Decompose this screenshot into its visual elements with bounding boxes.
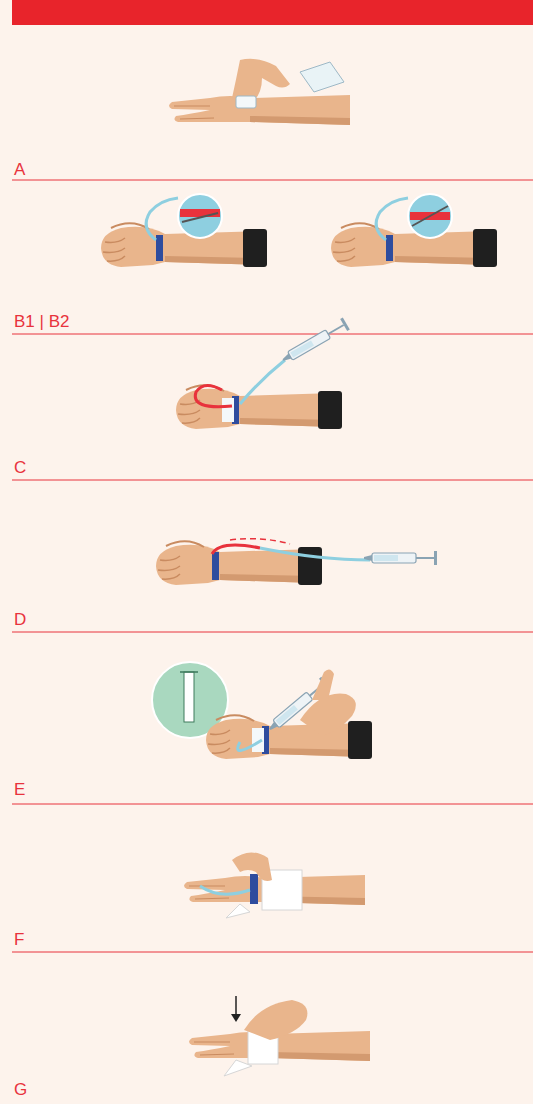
step-d-drawing-part (364, 551, 437, 565)
step-b-drawing-part (178, 194, 222, 238)
step-f-drawing (184, 852, 365, 918)
separator-line-part (12, 480, 533, 481)
header-bar (12, 0, 533, 25)
step-e-drawing-part (206, 715, 372, 759)
step-e-drawing-part (312, 669, 334, 700)
step-d-drawing-part (156, 541, 322, 585)
step-b-drawing-part (386, 235, 393, 261)
step-g-drawing-part (244, 1000, 307, 1040)
step-f-drawing-part (250, 874, 258, 904)
step-d-drawing (156, 539, 437, 585)
separator-line (12, 180, 533, 952)
step-label: B1 | B2 (14, 312, 69, 332)
step-c-drawing-part (280, 317, 350, 366)
step-c-drawing-part (240, 360, 285, 404)
step-b-drawing-part (412, 206, 448, 226)
step-c-drawing-part (222, 398, 234, 422)
separator-line-part (12, 334, 533, 335)
step-label: E (14, 780, 25, 800)
separator-line-part (12, 632, 533, 633)
step-e-drawing-part (252, 728, 264, 752)
step-f-drawing-part (232, 852, 272, 881)
step-b-drawing (101, 194, 497, 267)
step-g-drawing (189, 996, 370, 1076)
step-e-drawing-part (184, 672, 194, 722)
step-b-drawing-part (408, 194, 452, 238)
step-e-drawing (152, 662, 372, 759)
step-c-drawing (176, 317, 350, 429)
step-label: D (14, 610, 26, 630)
step-g-drawing-part (231, 1014, 241, 1022)
step-f-drawing-part (226, 904, 250, 918)
step-c-drawing-part (195, 385, 232, 406)
step-d-drawing-part (230, 539, 290, 544)
step-a-drawing-part (300, 62, 344, 92)
step-b-drawing-part (156, 235, 163, 261)
step-d-drawing-part (212, 552, 219, 580)
separator-line-part (12, 804, 533, 805)
step-a-drawing (169, 59, 350, 125)
step-g-drawing-part (224, 1060, 252, 1076)
step-f-drawing-part (200, 886, 250, 894)
step-b-drawing-part (376, 198, 408, 240)
step-e-drawing-part (238, 740, 262, 751)
step-e-drawing-part (180, 671, 198, 673)
separator-line-part (12, 180, 533, 181)
step-label: G (14, 1080, 27, 1100)
step-d-drawing-part (212, 545, 260, 554)
step-d-drawing-part (260, 548, 370, 560)
step-b-drawing-part (146, 198, 178, 240)
step-a-drawing-part (236, 96, 256, 108)
step-a-drawing-part (169, 95, 350, 125)
step-label: A (14, 160, 25, 180)
step-label: C (14, 458, 26, 478)
step-c-drawing-part (176, 385, 342, 429)
separator-line-part (12, 952, 533, 953)
step-label: F (14, 930, 24, 950)
step-b-drawing-part (182, 213, 218, 222)
